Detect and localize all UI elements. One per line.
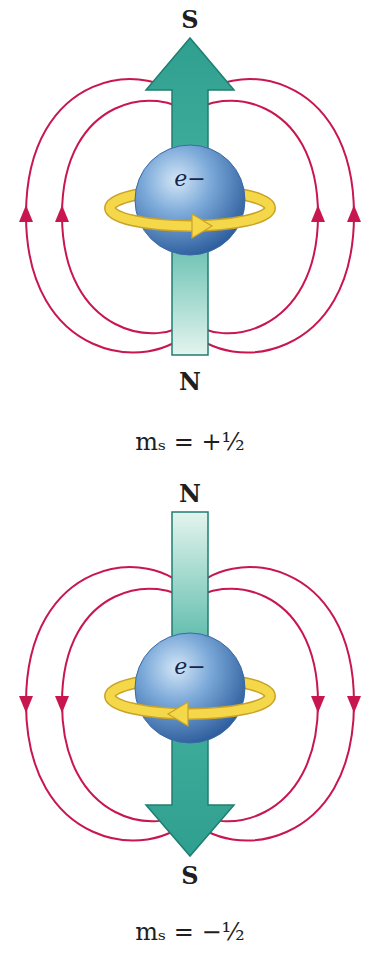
pole-label: N — [179, 480, 201, 508]
rotation-ring-front — [110, 208, 270, 226]
sphere-shape — [134, 144, 246, 256]
label-holder: mₛ = −½ — [135, 918, 245, 946]
spin-quantum-number: mₛ = +½ — [135, 428, 245, 456]
field-arrowhead — [19, 205, 33, 222]
pole-label: N — [179, 368, 201, 396]
field-arrowhead — [347, 205, 361, 222]
label-holder: mₛ = +½ — [135, 428, 245, 456]
electron-sphere: e− — [134, 632, 246, 744]
electron-symbol: e− — [134, 654, 246, 680]
rotation-ring-front-edge — [110, 696, 270, 714]
label-holder: N — [179, 368, 201, 396]
rotation-ring-front — [110, 696, 270, 714]
pole-label: S — [181, 6, 198, 34]
electron-sphere: e− — [134, 144, 246, 256]
sphere-body — [135, 145, 245, 255]
electron-symbol: e− — [134, 166, 246, 192]
sphere-body — [135, 633, 245, 743]
label-holder: S — [181, 6, 198, 34]
label-holder: S — [181, 862, 198, 890]
field-arrowhead — [311, 205, 325, 222]
label-holder: N — [179, 480, 201, 508]
rotation-ring-front-edge — [110, 208, 270, 226]
sphere-shape — [134, 632, 246, 744]
rotation-arrowhead — [192, 214, 212, 238]
spin-quantum-number: mₛ = −½ — [135, 918, 245, 946]
pole-label: S — [181, 862, 198, 890]
rotation-arrowhead — [168, 702, 188, 726]
field-lines — [26, 79, 354, 840]
field-arrowhead — [55, 696, 69, 713]
field-arrowhead — [19, 696, 33, 713]
field-arrowhead — [55, 205, 69, 222]
field-arrowhead — [311, 696, 325, 713]
field-arrowhead — [347, 696, 361, 713]
